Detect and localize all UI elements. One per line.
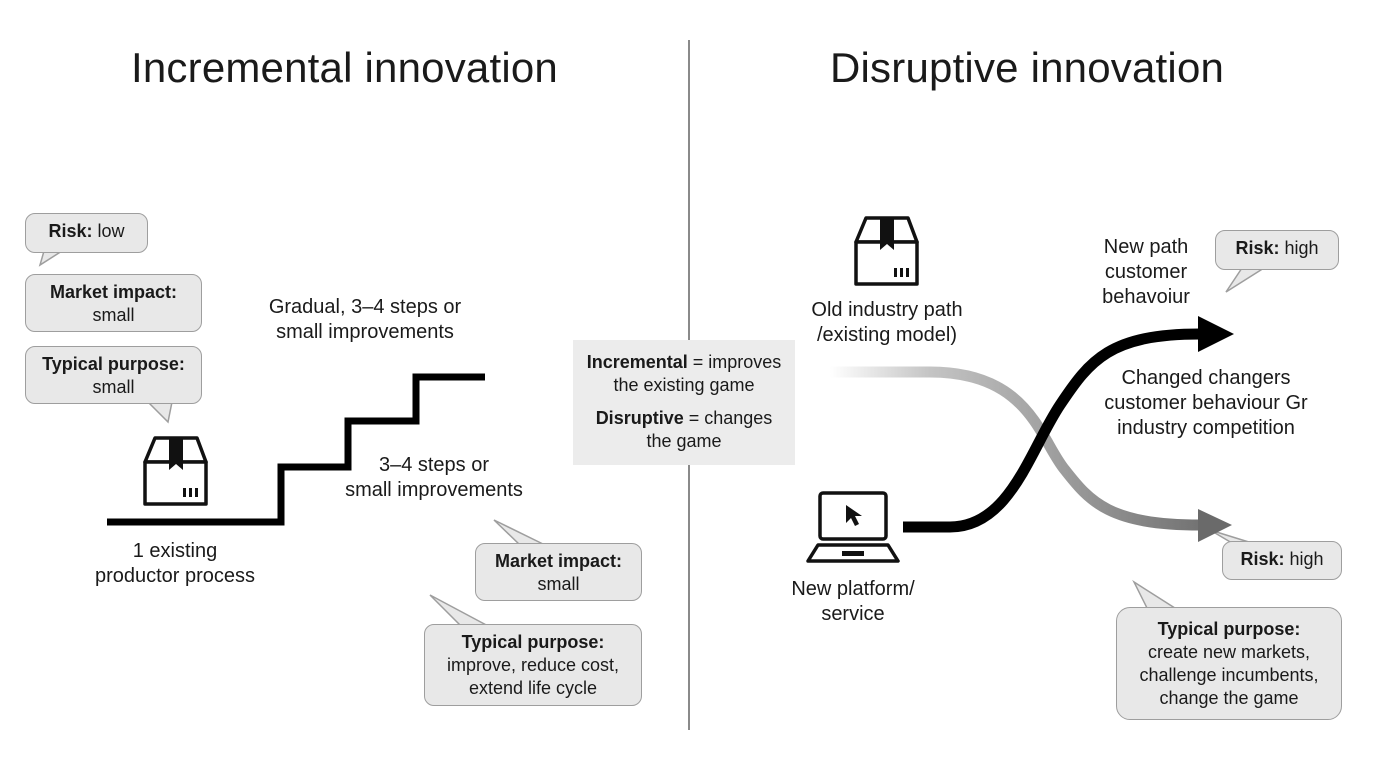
new-path-label: New path customer behavoiur bbox=[1102, 236, 1190, 308]
risk-low-bubble-tail bbox=[38, 250, 65, 267]
market-impact-bottom-bubble: Market impact: small bbox=[475, 543, 642, 601]
new-path-line bbox=[903, 328, 1201, 533]
risk-low-bubble: Risk: low bbox=[25, 213, 148, 253]
risk-key: Risk: bbox=[48, 221, 93, 241]
risk-key: Risk: bbox=[1240, 549, 1285, 569]
risk-high-bottom-bubble: Risk: high bbox=[1222, 541, 1342, 580]
risk-value: low bbox=[97, 221, 125, 241]
new-platform-label: New platform/ service bbox=[791, 578, 915, 625]
typical-purpose-bottom-bubble: Typical purpose: improve, reduce cost, e… bbox=[424, 624, 642, 706]
risk-value: high bbox=[1289, 549, 1324, 569]
typical-purpose-right-bubble-tail bbox=[1132, 579, 1181, 611]
gradual-steps-label: Gradual, 3–4 steps or small improvements bbox=[268, 296, 462, 343]
typical-purpose-key: Typical purpose: bbox=[461, 632, 605, 652]
definition-box: Incremental = improves the existing game… bbox=[573, 340, 795, 465]
risk-high-top-bubble: Risk: high bbox=[1215, 230, 1339, 270]
left-title: Incremental innovation bbox=[131, 44, 558, 91]
old-path-arrowhead bbox=[1198, 509, 1232, 542]
typical-purpose-top-bubble: Typical purpose: small bbox=[25, 346, 202, 404]
existing-product-label: 1 existing productor process bbox=[94, 540, 256, 587]
right-title: Disruptive innovation bbox=[830, 44, 1225, 91]
package-icon-left bbox=[143, 436, 208, 506]
risk-high-top-bubble-tail bbox=[1225, 267, 1267, 293]
market-impact-key: Market impact: bbox=[49, 282, 178, 302]
disruptive-definition: Disruptive = changes the game bbox=[595, 408, 773, 451]
market-impact-top-bubble: Market impact: small bbox=[25, 274, 202, 332]
incremental-staircase bbox=[107, 373, 485, 526]
typical-purpose-top-bubble-tail bbox=[146, 401, 173, 424]
incremental-definition: Incremental = improves the existing game bbox=[586, 352, 782, 395]
market-impact-bottom-bubble-tail bbox=[493, 519, 546, 546]
steps-label: 3–4 steps or small improvements bbox=[345, 454, 523, 501]
typical-purpose-key: Typical purpose: bbox=[42, 354, 185, 374]
risk-key: Risk: bbox=[1235, 238, 1280, 258]
market-impact-value: small bbox=[92, 305, 135, 325]
laptop-icon bbox=[806, 491, 900, 563]
changed-behaviour-label: Changed changers customer behaviour Gr i… bbox=[1104, 367, 1308, 439]
old-industry-path-label: Old industry path /existing model) bbox=[811, 299, 963, 346]
typical-purpose-right-bubble: Typical purpose: create new markets, cha… bbox=[1116, 607, 1342, 720]
market-impact-value: small bbox=[537, 574, 580, 594]
typical-purpose-key: Typical purpose: bbox=[1157, 619, 1301, 639]
package-icon-right bbox=[854, 216, 919, 286]
new-path-arrowhead bbox=[1198, 316, 1234, 352]
old-industry-path-line bbox=[830, 366, 1201, 531]
market-impact-key: Market impact: bbox=[494, 551, 623, 571]
typical-purpose-value: small bbox=[92, 377, 135, 397]
risk-value: high bbox=[1284, 238, 1319, 258]
